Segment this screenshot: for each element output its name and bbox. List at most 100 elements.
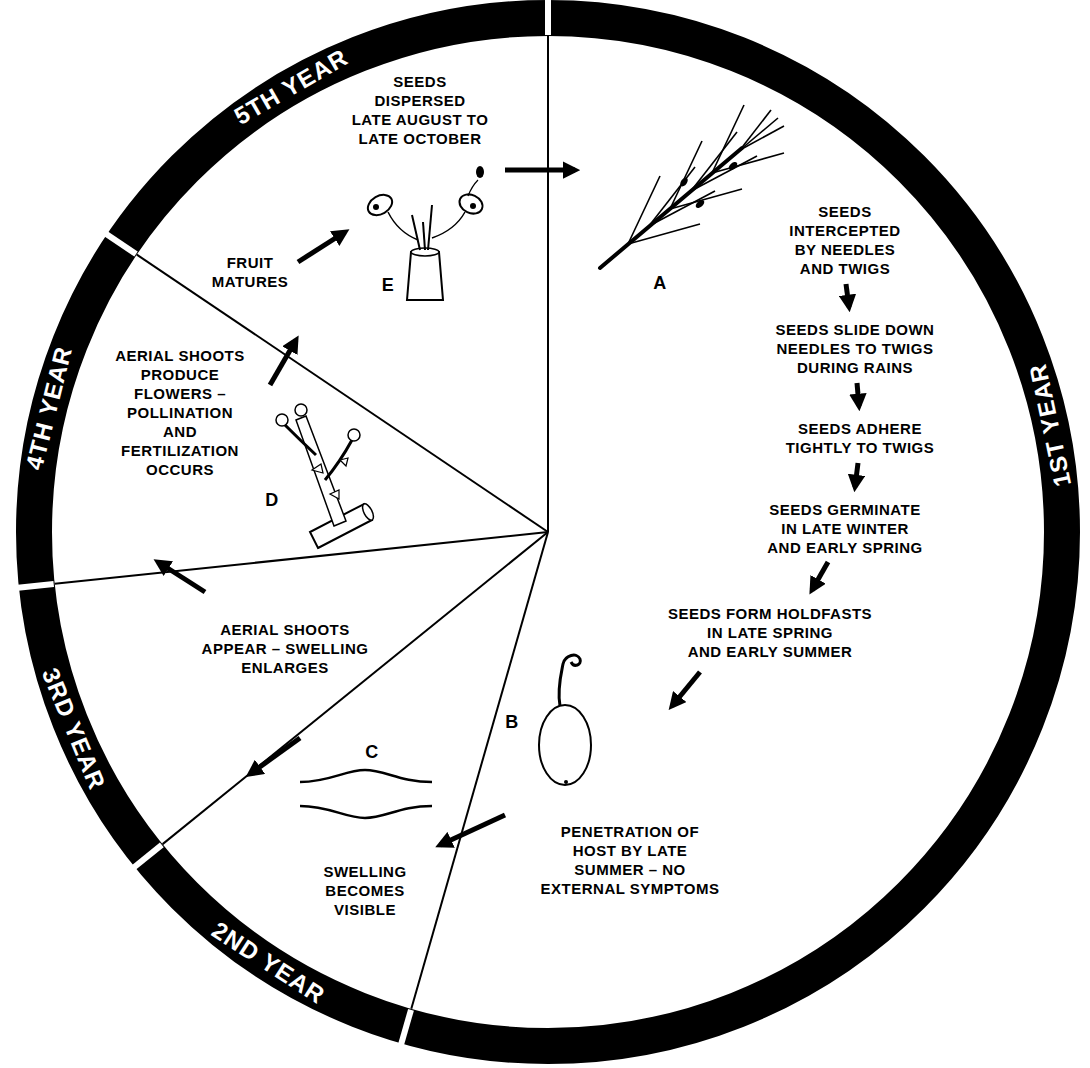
text-line: AND EARLY SUMMER [668,642,872,661]
text-line: BECOMES [323,881,406,900]
year-band: 4TH YEAR [19,339,79,476]
seed-body [539,705,591,785]
pine-needle [691,132,737,191]
pine-needle [649,191,715,226]
shoot-branch [325,440,352,480]
text-line: LATE OCTOBER [352,129,489,148]
sector-line [163,532,548,844]
flow-arrows [158,170,859,845]
shoot [412,215,420,250]
seed [694,198,706,209]
figure-letter: A [653,272,667,294]
branch-swelling [300,806,432,818]
text-line: IN LATE SPRING [668,623,872,642]
seed-tip [564,780,568,784]
stage-text: SWELLING BECOMES VISIBLE [323,862,406,919]
text-line: FERTILIZATION [115,441,245,460]
pine-needle [691,156,757,191]
text-line: TIGHTLY TO TWIGS [786,438,935,457]
pine-needle [740,126,784,150]
year-label: 1ST YEAR [1023,357,1078,493]
text-line: LATE AUGUST TO [352,110,489,129]
text-line: OCCURS [115,460,245,479]
host-twig [407,252,443,300]
fruit [456,191,485,217]
flower [276,414,288,426]
fruit-stalk [388,212,418,240]
seed-path [468,180,478,196]
text-line: APPEAR – SWELLING [202,639,369,658]
stage-text: AERIAL SHOOTS APPEAR – SWELLING ENLARGES [202,620,369,677]
text-line: DISPERSED [352,91,489,110]
flower [295,404,307,416]
text-line: SEEDS ADHERE [786,419,935,438]
text-line: ENLARGES [202,658,369,677]
shoot [428,205,432,250]
text-line: AERIAL SHOOTS [115,346,245,365]
text-line: SEEDS FORM HOLDFASTS [668,604,872,623]
text-line: BY NEEDLES [789,240,900,259]
host-twig-end [360,502,375,522]
pine-needle [712,153,784,173]
stage-text: SEEDS GERMINATE IN LATE WINTER AND EARLY… [767,500,923,557]
seed [679,176,690,188]
text-line: AND TWIGS [789,259,900,278]
branch-swelling [300,770,432,782]
text-line: FRUIT [212,253,289,272]
pine-needle [670,189,742,209]
text-line: MATURES [212,272,289,291]
seed [727,160,739,171]
stage-text: SEEDS DISPERSED LATE AUGUST TO LATE OCTO… [352,72,489,148]
text-line: AND [115,422,245,441]
sector-line [547,36,549,532]
figure-letter: E [382,274,395,296]
ring-gap [96,227,136,254]
flow-arrow [855,463,858,487]
figure-letter: D [265,489,279,511]
flow-arrow [270,340,296,385]
text-line: INTERCEPTED [789,221,900,240]
stage-text: SEEDS FORM HOLDFASTS IN LATE SPRING AND … [668,604,872,661]
pine-needle [740,110,771,150]
sector-line [55,532,548,584]
year-label: 5TH YEAR [226,41,356,132]
stage-text: PENETRATION OF HOST BY LATE SUMMER – NO … [541,822,720,898]
shoot [423,222,425,250]
ring-gap [398,1010,411,1056]
text-line: DURING RAINS [776,358,935,377]
text-line: C [365,741,379,763]
text-line: PRODUCE [115,365,245,384]
stage-text: AERIAL SHOOTS PRODUCE FLOWERS – POLLINAT… [115,346,245,479]
flow-arrow [440,815,505,845]
pine-needle [712,105,744,173]
text-line: SEEDS [352,72,489,91]
flow-arrow [812,562,828,590]
text-line: FLOWERS – [115,384,245,403]
figure-letter: B [505,711,519,733]
flow-arrow [846,284,849,307]
year-label: 2ND YEAR [203,914,333,1012]
text-line: A [653,272,667,294]
year-ring [34,18,1062,1046]
flower [312,464,323,473]
flower [348,429,360,441]
text-line: VISIBLE [323,900,406,919]
seed-radicle [559,655,580,706]
flow-arrow [250,738,300,774]
ring-gap [6,584,54,589]
text-line: SUMMER – NO [541,860,720,879]
text-line: NEEDLES TO TWIGS [776,339,935,358]
flying-seed [476,166,484,178]
aerial-shoot [296,416,346,526]
year-band: 2ND YEAR [203,914,333,1012]
text-line: AERIAL SHOOTS [202,620,369,639]
text-line: SEEDS [789,202,900,221]
text-line: SWELLING [323,862,406,881]
fruit-spot [373,204,379,210]
pine-needle [740,118,778,150]
text-line: HOST BY LATE [541,841,720,860]
year-label: 4TH YEAR [19,339,79,476]
fruit-stalk [432,212,465,238]
